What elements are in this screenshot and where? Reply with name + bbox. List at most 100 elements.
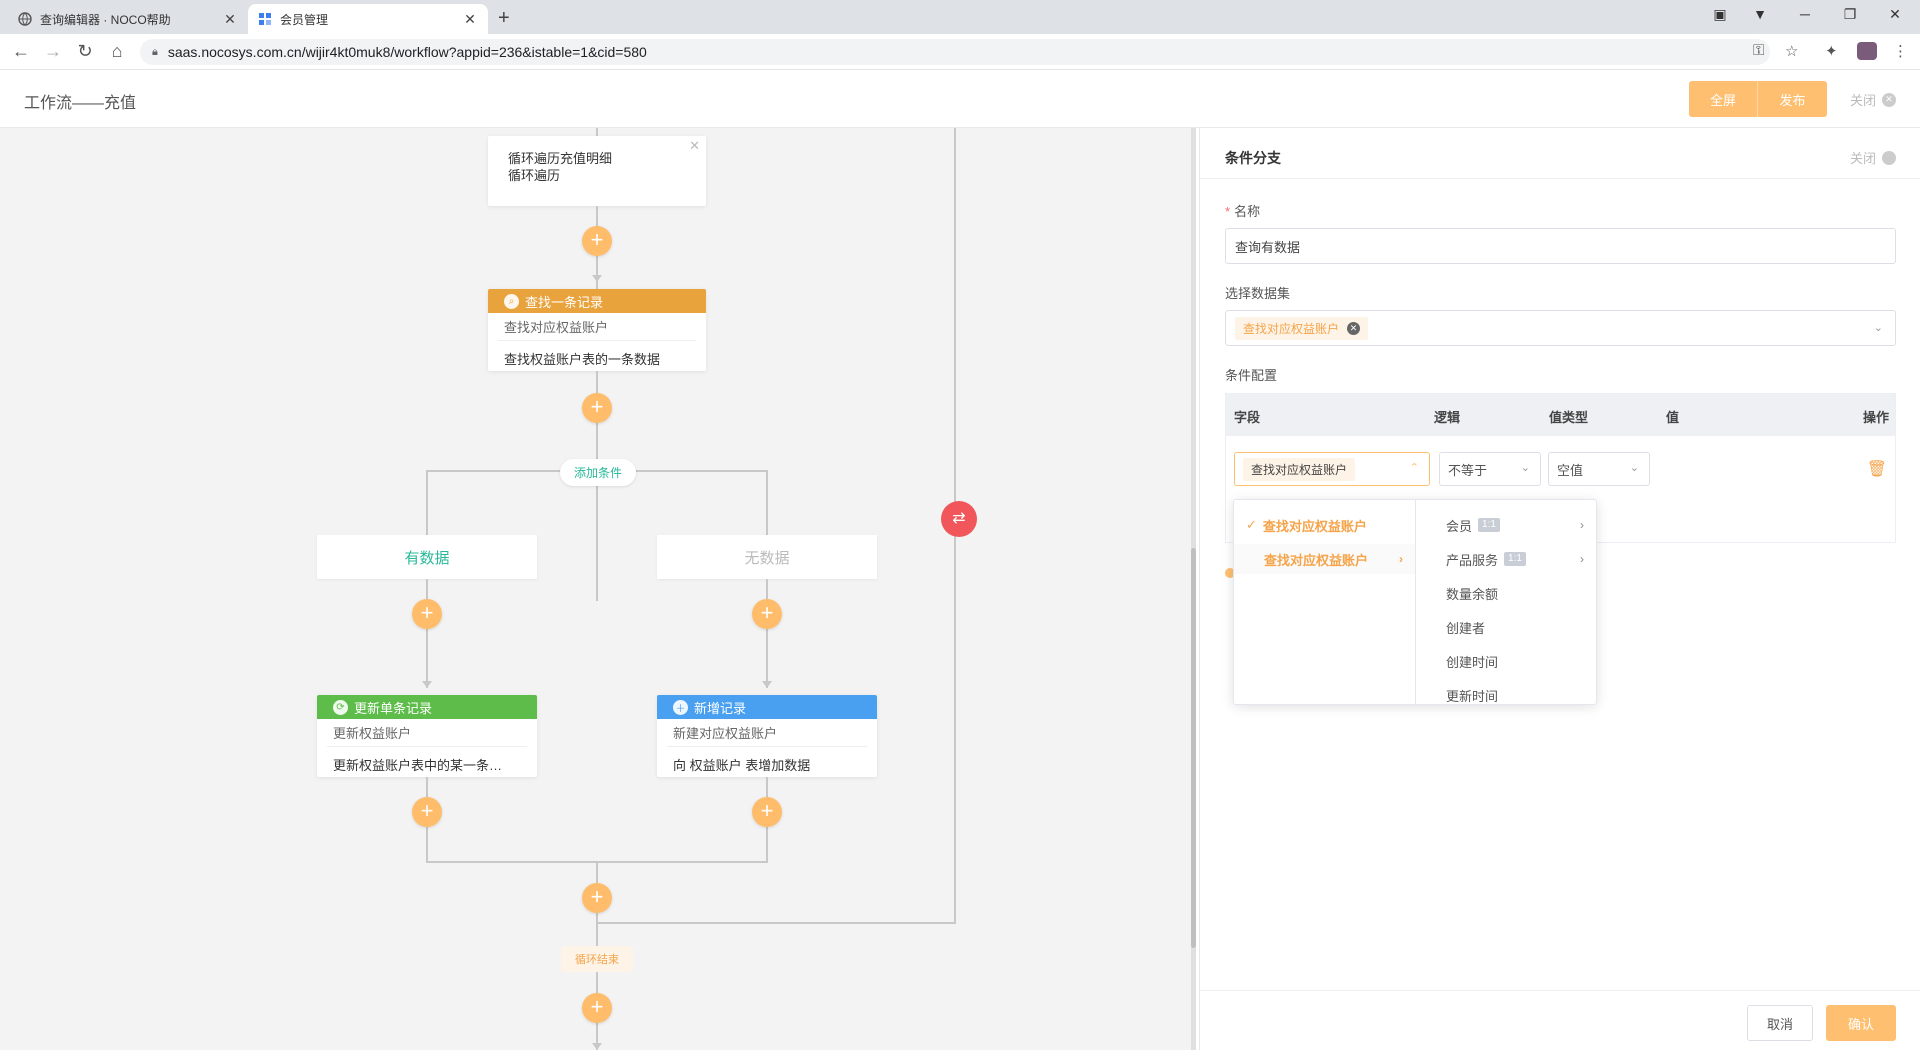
branch-has-data[interactable]: 有数据 [317,535,537,579]
add-node-button[interactable]: + [582,883,612,913]
new-tab-icon[interactable]: + [498,7,510,29]
cascader-option-creator[interactable]: 创建者 [1446,620,1486,636]
publish-button[interactable]: 发布 [1758,81,1827,117]
cascader-option-product[interactable]: 产品服务 1:1 › [1416,544,1596,574]
node-type: 查找一条记录 [525,294,604,310]
logic-value: 不等于 [1448,462,1488,478]
refresh-icon: ⟳ [333,699,348,715]
cascader-option-expanded[interactable]: 查找对应权益账户 › [1234,544,1415,574]
url-input[interactable]: 🔒︎ saas.nocosys.com.cn/wijir4kt0muk8/wor… [140,39,1770,65]
add-node-button[interactable]: + [412,599,442,629]
check-icon: ✓ [1246,517,1257,532]
update-record-node[interactable]: ⟳ 更新单条记录 更新权益账户 更新权益账户表中的某一条… [317,695,537,777]
panel-footer: 取消 确认 [1200,990,1920,1050]
field-cascader-dropdown: ✓ 查找对应权益账户 查找对应权益账户 › 会员 1:1 › 产品服务 1:1 … [1233,499,1597,705]
chevron-down-icon: ⌄ [1629,462,1639,474]
chevron-down-icon: ⌄ [1520,462,1530,474]
window-close-icon[interactable]: ✕ [1889,6,1901,22]
key-icon[interactable]: ⚿ [1753,42,1765,59]
cascader-column-1: ✓ 查找对应权益账户 查找对应权益账户 › [1234,500,1416,704]
confirm-button[interactable]: 确认 [1826,1005,1896,1041]
tab-title: 查询编辑器 · NOCO帮助 [40,12,171,27]
branch-no-data[interactable]: 无数据 [657,535,877,579]
menu-dots-icon[interactable]: ⋮ [1893,43,1908,60]
logic-select[interactable]: 不等于 ⌄ [1439,452,1541,486]
node-name: 查找对应权益账户 [498,313,696,341]
fullscreen-button[interactable]: 全屏 [1689,81,1758,117]
lock-icon: 🔒︎ [152,45,158,58]
back-icon[interactable]: ← [12,41,30,61]
loop-connector-line [596,922,956,924]
panel-close-button[interactable]: 关闭 [1850,148,1896,167]
cancel-button[interactable]: 取消 [1747,1005,1813,1041]
globe-icon [18,12,32,26]
name-label: *名称 [1225,204,1261,219]
browser-tab-help[interactable]: 查询编辑器 · NOCO帮助 ✕ [8,4,248,34]
tab-title: 会员管理 [280,12,329,27]
panel-title: 条件分支 [1225,150,1281,166]
column-header-value: 值 [1666,410,1680,425]
chevron-right-icon: › [1399,552,1403,566]
column-header-field: 字段 [1234,410,1261,425]
cascader-option-updated-time[interactable]: 更新时间 [1446,688,1499,704]
workflow-canvas[interactable]: ✕ 循环遍历充值明细 循环遍历 + ⌕ 查找一条记录 查找对应权益账户 查找权益… [0,128,1196,1050]
close-icon[interactable]: ✕ [464,10,476,27]
profile-dropdown-icon[interactable]: ▼ [1753,6,1767,22]
add-condition-icon[interactable] [1225,568,1235,578]
node-header: ⌕ 查找一条记录 [488,289,706,313]
node-type: 新增记录 [694,700,747,716]
close-label: 关闭 [1849,151,1876,166]
page-title: 工作流——充值 [24,95,137,112]
add-condition-button[interactable]: 添加条件 [560,459,637,486]
cascader-option-selected[interactable]: ✓ 查找对应权益账户 [1234,510,1415,540]
browser-tab-member[interactable]: 会员管理 ✕ [248,4,488,34]
field-select[interactable]: 查找对应权益账户 ⌃ [1234,452,1430,486]
home-icon[interactable]: ⌂ [111,41,123,61]
add-node-button[interactable]: + [582,226,612,256]
close-icon[interactable]: ✕ [224,10,236,27]
browser-tab-bar: 查询编辑器 · NOCO帮助 ✕ 会员管理 ✕ + ▣ ▼ ─ ❐ ✕ [0,0,1920,34]
option-label: 会员 [1446,518,1473,534]
tag-remove-icon[interactable]: ✕ [1347,321,1361,335]
delete-icon[interactable]: 🗑︎ [1866,461,1887,478]
chevron-up-icon: ⌃ [1409,462,1419,474]
find-record-node[interactable]: ⌕ 查找一条记录 查找对应权益账户 查找权益账户表的一条数据 [488,289,706,371]
header-close-button[interactable]: 关闭 ✕ [1850,90,1896,109]
column-header-action: 操作 [1862,410,1889,425]
dataset-select[interactable]: 查找对应权益账户 ✕ ⌄ [1225,310,1896,346]
canvas-scrollbar-thumb[interactable] [1191,548,1196,948]
create-record-node[interactable]: ＋ 新增记录 新建对应权益账户 向 权益账户 表增加数据 [657,695,877,777]
cascader-option-created-time[interactable]: 创建时间 [1446,654,1499,670]
add-node-button[interactable]: + [412,797,442,827]
cascader-option-balance[interactable]: 数量余额 [1446,586,1499,602]
cascader-option-member[interactable]: 会员 1:1 › [1416,510,1596,540]
reload-icon[interactable]: ↻ [77,41,93,61]
minimize-icon[interactable]: ─ [1800,6,1810,22]
node-name: 更新权益账户 [327,719,527,747]
forward-icon[interactable]: → [44,41,62,61]
add-node-button[interactable]: + [752,599,782,629]
close-icon[interactable]: ✕ [689,138,700,153]
search-icon: ⌕ [504,293,519,309]
arrow-icon [422,681,432,688]
add-node-button[interactable]: + [582,993,612,1023]
avatar[interactable] [1857,42,1877,60]
connector-line [766,579,768,688]
loop-node-card[interactable]: ✕ 循环遍历充值明细 循环遍历 [488,136,706,206]
value-type-select[interactable]: 空值 ⌄ [1548,452,1650,486]
name-input[interactable]: 查询有数据 [1225,228,1896,264]
add-node-button[interactable]: + [582,393,612,423]
close-label: 关闭 [1849,93,1876,108]
column-header-logic: 逻辑 [1434,410,1461,425]
cast-icon[interactable]: ▣ [1713,6,1727,22]
cascader-column-2: 会员 1:1 › 产品服务 1:1 › 数量余额 创建者 创建时间 更新时间 [1416,500,1596,704]
restore-icon[interactable]: ❐ [1843,6,1857,22]
bookmark-star-icon[interactable]: ☆ [1785,43,1799,60]
divider [1200,178,1920,179]
connector-line [426,579,428,688]
loop-toggle-icon[interactable]: ⇄ [941,501,977,537]
extensions-icon[interactable]: ✦ [1825,43,1838,60]
node-type: 更新单条记录 [354,700,433,716]
add-node-button[interactable]: + [752,797,782,827]
option-label: 查找对应权益账户 [1262,518,1367,534]
